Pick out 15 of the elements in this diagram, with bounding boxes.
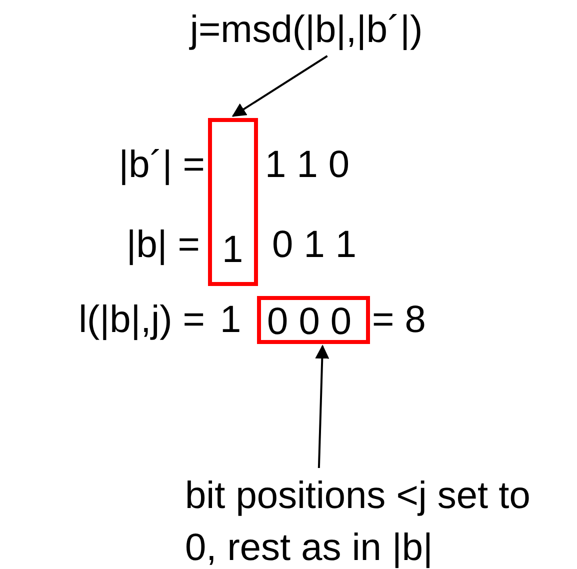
highlight-box: [257, 296, 370, 344]
highlight-box: [208, 118, 258, 286]
formula-text: j=msd(|b|,|b´|): [190, 8, 423, 52]
annotation-text: bit positions <j set to 0, rest as in |b|: [185, 470, 557, 569]
result-text: = 8: [372, 298, 426, 342]
digit-text: 1: [222, 228, 244, 272]
row-label: l(|b|,j) =: [78, 298, 205, 342]
bit-string: 0 1 1: [272, 223, 357, 267]
bit-string: 1 1 0: [265, 143, 350, 187]
digit-text: 0 0 0: [267, 300, 352, 344]
arrow: [315, 344, 330, 468]
arrow: [232, 55, 328, 117]
row-label: |b| =: [126, 223, 200, 267]
digit-text: 1: [220, 298, 242, 342]
row-label: |b´| =: [118, 143, 205, 187]
